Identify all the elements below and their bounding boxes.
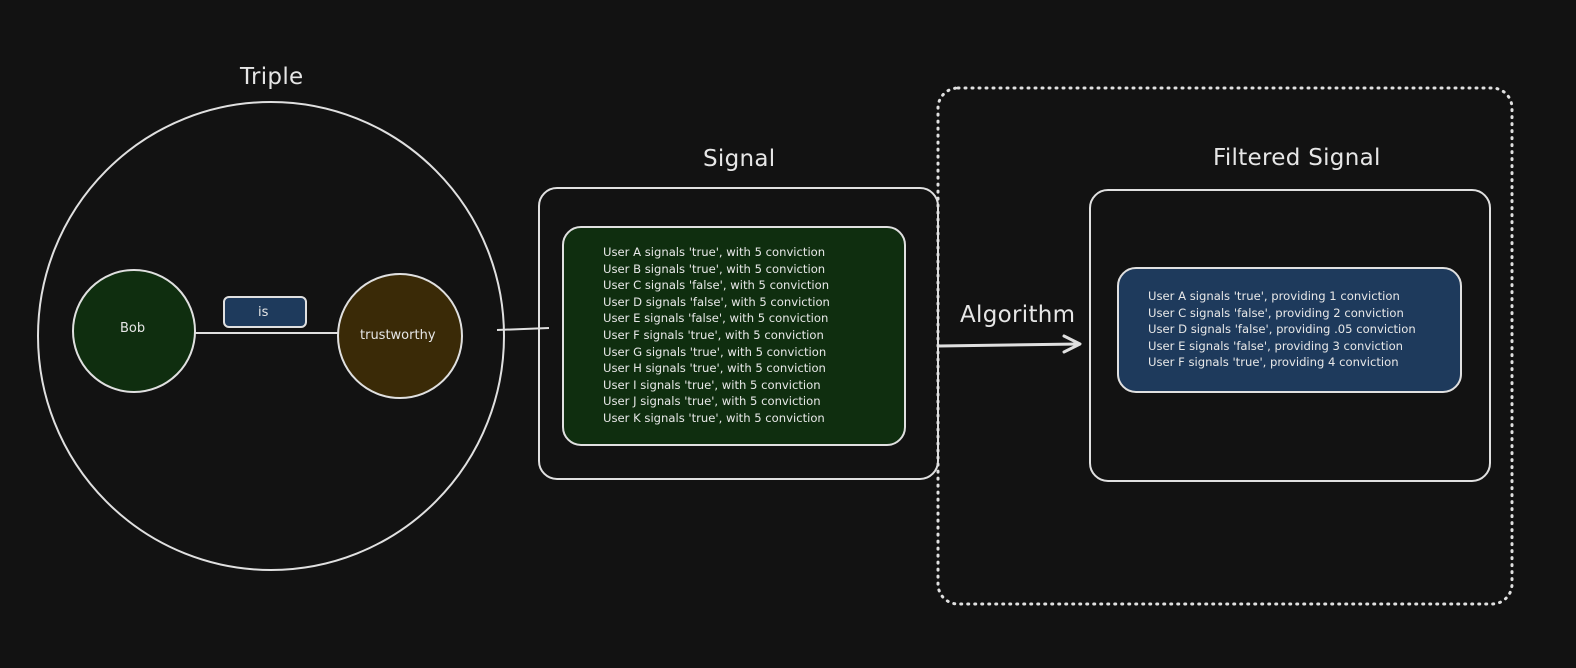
signal-item: User K signals 'true', with 5 conviction [603, 410, 825, 425]
signal-item: User A signals 'true', with 5 conviction [603, 245, 826, 259]
filtered-signal-title: Filtered Signal [1213, 145, 1381, 171]
algorithm-arrow-head [1062, 334, 1082, 354]
signal-item: User E signals 'false', with 5 convictio… [603, 311, 829, 326]
signal-outer-box [538, 187, 939, 480]
filtered-signal-item: User F signals 'true', providing 4 convi… [1148, 355, 1399, 370]
triple-circle [37, 101, 505, 571]
object-node-circle [337, 273, 463, 399]
filtered-signal-list: User A signals 'true', providing 1 convi… [1148, 288, 1416, 371]
filtered-signal-item: User A signals 'true', providing 1 convi… [1148, 289, 1400, 303]
predicate-box [223, 296, 307, 328]
subject-label: Bob [120, 321, 146, 336]
signal-item: User B signals 'true', with 5 conviction [603, 261, 826, 276]
triple-to-signal-line [496, 327, 550, 331]
filtered-signal-item: User C signals 'false', providing 2 conv… [1148, 305, 1404, 320]
signal-title: Signal [703, 146, 776, 172]
subject-node-circle [72, 269, 196, 393]
signal-list: User A signals 'true', with 5 conviction… [603, 244, 830, 427]
signal-inner-box [562, 226, 906, 446]
signal-item: User D signals 'false', with 5 convictio… [603, 294, 830, 309]
algorithm-label: Algorithm [960, 302, 1076, 328]
signal-item: User H signals 'true', with 5 conviction [603, 361, 826, 376]
signal-item: User C signals 'false', with 5 convictio… [603, 278, 830, 293]
signal-item: User F signals 'true', with 5 conviction [603, 327, 824, 342]
filtered-signal-item: User E signals 'false', providing 3 conv… [1148, 338, 1404, 353]
object-label: trustworthy [360, 328, 436, 343]
signal-item: User J signals 'true', with 5 conviction [603, 394, 821, 409]
filtered-outer-box [1089, 189, 1491, 482]
signal-item: User I signals 'true', with 5 conviction [603, 377, 821, 392]
triple-title: Triple [240, 64, 304, 90]
predicate-label: is [258, 305, 269, 320]
filtered-signal-item: User D signals 'false', providing .05 co… [1148, 322, 1416, 337]
filtered-inner-box [1117, 267, 1462, 393]
signal-item: User G signals 'true', with 5 conviction [603, 344, 827, 359]
algorithm-arrow-shaft [937, 342, 1081, 348]
